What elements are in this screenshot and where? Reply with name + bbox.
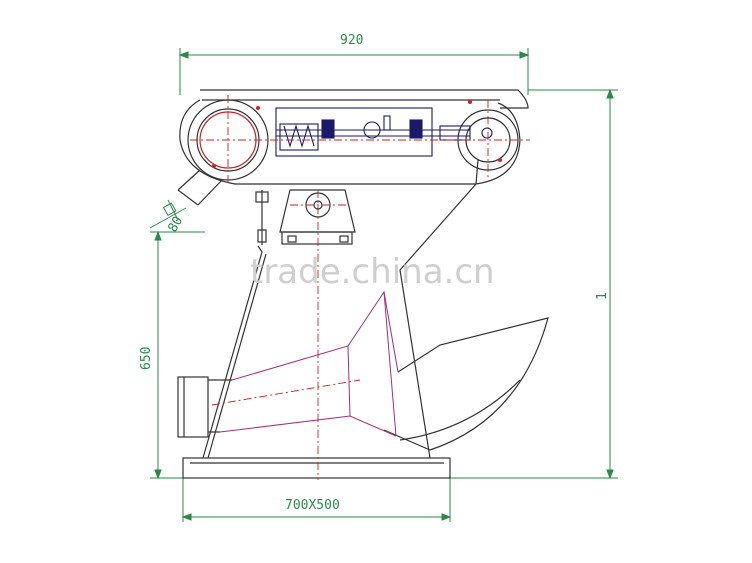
dimension-lines	[149, 48, 618, 522]
chute-detail	[219, 290, 399, 437]
tension-mechanism	[212, 100, 502, 168]
watermark-text: trade.china.cn	[250, 252, 495, 292]
dimension-width-label: 920	[340, 33, 363, 48]
dimension-base-label: 700X500	[285, 498, 340, 513]
dimension-lower-height-label: 650	[139, 347, 154, 370]
dimension-overall-height-label: 1	[595, 292, 610, 300]
centerlines	[190, 95, 530, 480]
dimension-chute-label: 80	[165, 214, 186, 235]
